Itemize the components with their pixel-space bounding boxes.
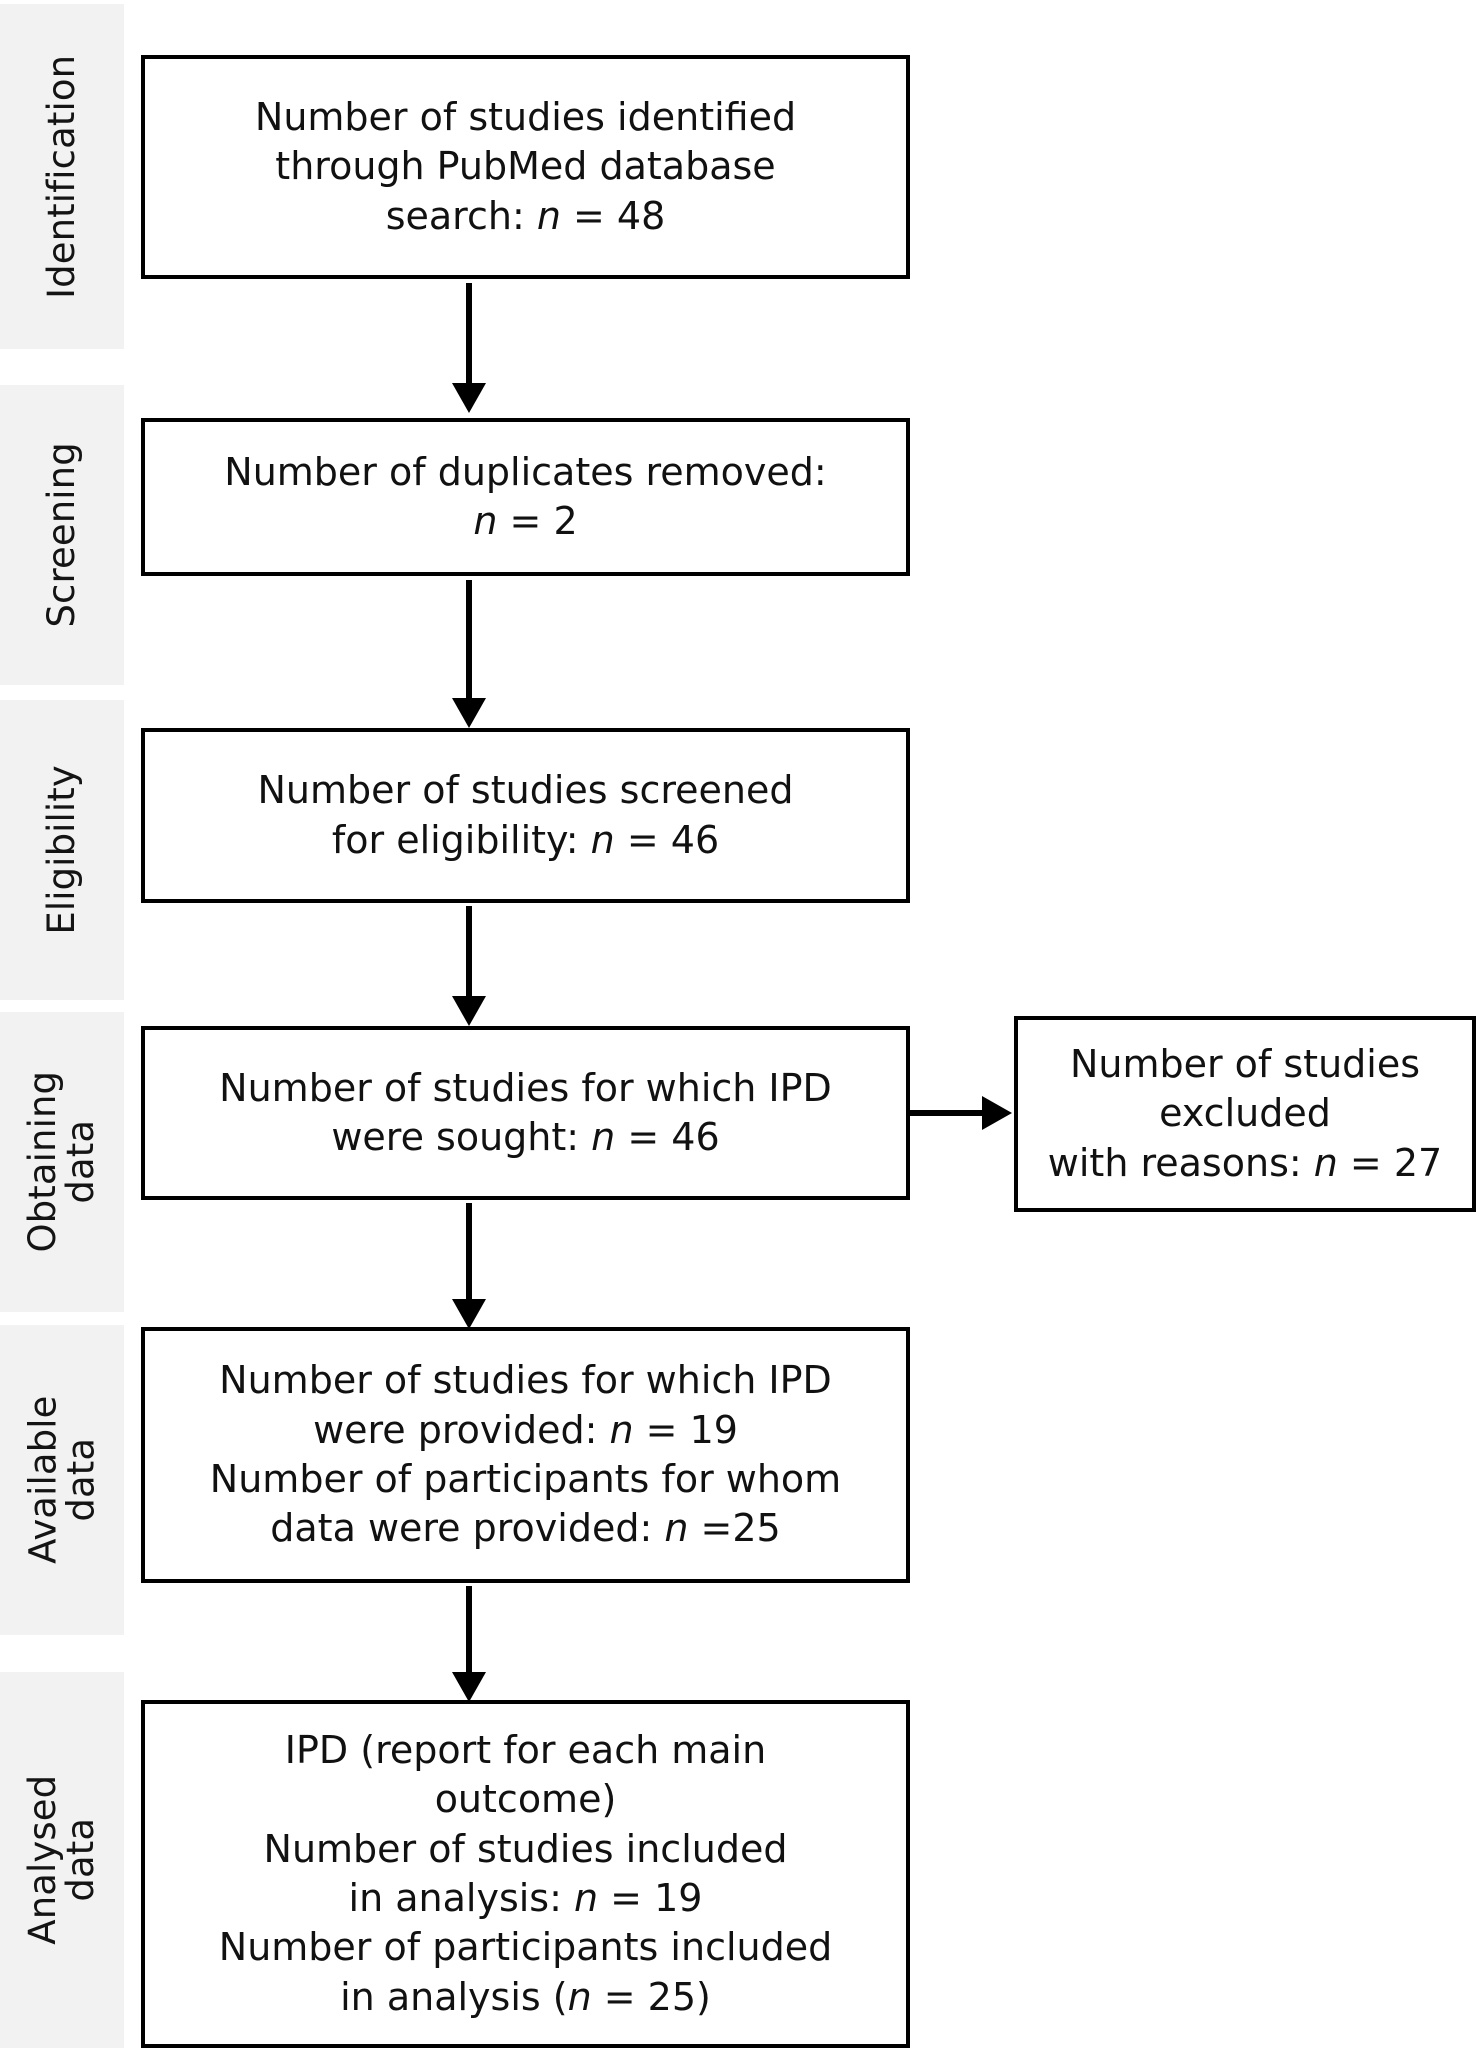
text-fragment: = 46 — [614, 817, 720, 862]
text-fragment: = 48 — [560, 193, 666, 238]
text-line: Number of studies — [1069, 1041, 1421, 1086]
text-line: excluded — [1159, 1091, 1331, 1136]
text-line: outcome) — [434, 1777, 617, 1822]
text-fragment: search: — [385, 193, 537, 238]
text-line: Number of studies for which IPD — [219, 1358, 832, 1403]
stage-label-line1: Identification — [40, 54, 84, 299]
stage-label-line2: data — [59, 1120, 103, 1204]
text-line: Number of studies screened — [257, 768, 794, 813]
text-line: through PubMed database — [275, 144, 776, 189]
box-studies-identified: Number of studies identified through Pub… — [141, 55, 910, 279]
box-studies-excluded-text: Number of studies excluded with reasons:… — [1034, 1040, 1456, 1188]
stage-band-screening: Screening — [0, 385, 124, 685]
stage-band-identification: Identification — [0, 4, 124, 349]
text-fragment: = 46 — [615, 1115, 720, 1159]
text-line: in analysis: n = 19 — [219, 1874, 832, 1923]
box-ipd-sought-text: Number of studies for which IPD were sou… — [205, 1064, 846, 1163]
n-symbol: n — [591, 1115, 616, 1159]
box-studies-screened: Number of studies screened for eligibili… — [141, 728, 910, 903]
stage-label-line1: Screening — [40, 442, 84, 628]
box-ipd-provided-text: Number of studies for which IPD were pro… — [196, 1356, 855, 1554]
text-fragment: = 25) — [591, 1974, 711, 2019]
text-fragment: = 2 — [497, 499, 578, 543]
stage-label-eligibility: Eligibility — [40, 765, 84, 935]
stage-band-obtaining-data: Obtaining data — [0, 1012, 124, 1312]
stage-label-line1: Eligibility — [40, 765, 84, 935]
box-analysed-data-text: IPD (report for each main outcome) Numbe… — [205, 1726, 846, 2022]
stage-label-line2: data — [59, 1818, 103, 1902]
text-fragment: were provided: — [313, 1407, 610, 1452]
text-fragment: =25 — [688, 1506, 781, 1551]
stage-label-identification: Identification — [40, 54, 84, 299]
text-fragment: were sought: — [331, 1115, 592, 1159]
text-fragment: = 27 — [1337, 1140, 1443, 1185]
text-fragment: = 19 — [598, 1876, 703, 1920]
n-symbol: n — [567, 1974, 592, 2019]
stage-band-available-data: Available data — [0, 1325, 124, 1635]
text-fragment: data were provided: — [270, 1506, 665, 1551]
text-line: data were provided: n =25 — [210, 1504, 841, 1553]
box-ipd-provided: Number of studies for which IPD were pro… — [141, 1327, 910, 1583]
stage-label-obtaining-data: Obtaining data — [21, 1071, 103, 1253]
text-line: IPD (report for each main — [284, 1727, 767, 1772]
text-line: in analysis (n = 25) — [219, 1973, 832, 2022]
n-symbol: n — [609, 1407, 634, 1452]
n-symbol: n — [574, 1876, 599, 1920]
text-line: search: n = 48 — [255, 192, 796, 241]
box-studies-identified-text: Number of studies identified through Pub… — [241, 93, 810, 241]
box-studies-excluded: Number of studies excluded with reasons:… — [1014, 1016, 1476, 1212]
box-studies-screened-text: Number of studies screened for eligibili… — [244, 766, 808, 865]
text-line: Number of studies identified — [254, 94, 797, 139]
box-analysed-data: IPD (report for each main outcome) Numbe… — [141, 1700, 910, 2048]
stage-label-line1: Obtaining — [21, 1071, 65, 1253]
stage-label-line2: data — [59, 1438, 103, 1522]
box-duplicates-removed-text: Number of duplicates removed: n = 2 — [210, 448, 840, 547]
text-line: Number of studies for which IPD — [219, 1065, 832, 1110]
text-fragment: in analysis: — [348, 1876, 574, 1920]
text-line: with reasons: n = 27 — [1048, 1139, 1442, 1188]
stage-label-line1: Available — [21, 1395, 65, 1565]
n-symbol: n — [1313, 1140, 1338, 1185]
stage-label-analysed-data: Analysed data — [21, 1775, 103, 1945]
stage-label-available-data: Available data — [21, 1395, 103, 1565]
stage-label-screening: Screening — [40, 442, 84, 628]
text-line: Number of participants included — [218, 1925, 833, 1970]
stage-band-eligibility: Eligibility — [0, 700, 124, 1000]
text-line: Number of participants for whom — [209, 1457, 842, 1501]
text-line: were provided: n = 19 — [210, 1406, 841, 1455]
text-line: were sought: n = 46 — [219, 1113, 832, 1162]
text-line: Number of duplicates removed: — [224, 449, 827, 494]
n-symbol: n — [473, 499, 498, 543]
box-ipd-sought: Number of studies for which IPD were sou… — [141, 1026, 910, 1200]
text-fragment: = 19 — [633, 1407, 738, 1452]
box-duplicates-removed: Number of duplicates removed: n = 2 — [141, 418, 910, 576]
text-fragment: in analysis ( — [340, 1974, 568, 2019]
text-line: for eligibility: n = 46 — [258, 816, 794, 865]
text-line: Number of studies included — [263, 1826, 788, 1871]
text-fragment: for eligibility: — [331, 817, 591, 862]
stage-band-analysed-data: Analysed data — [0, 1672, 124, 2048]
text-fragment: with reasons: — [1047, 1140, 1314, 1185]
stage-label-line1: Analysed — [21, 1775, 65, 1945]
n-symbol: n — [590, 817, 615, 862]
n-symbol: n — [664, 1506, 689, 1551]
n-symbol: n — [536, 193, 561, 238]
text-line: n = 2 — [224, 497, 826, 546]
